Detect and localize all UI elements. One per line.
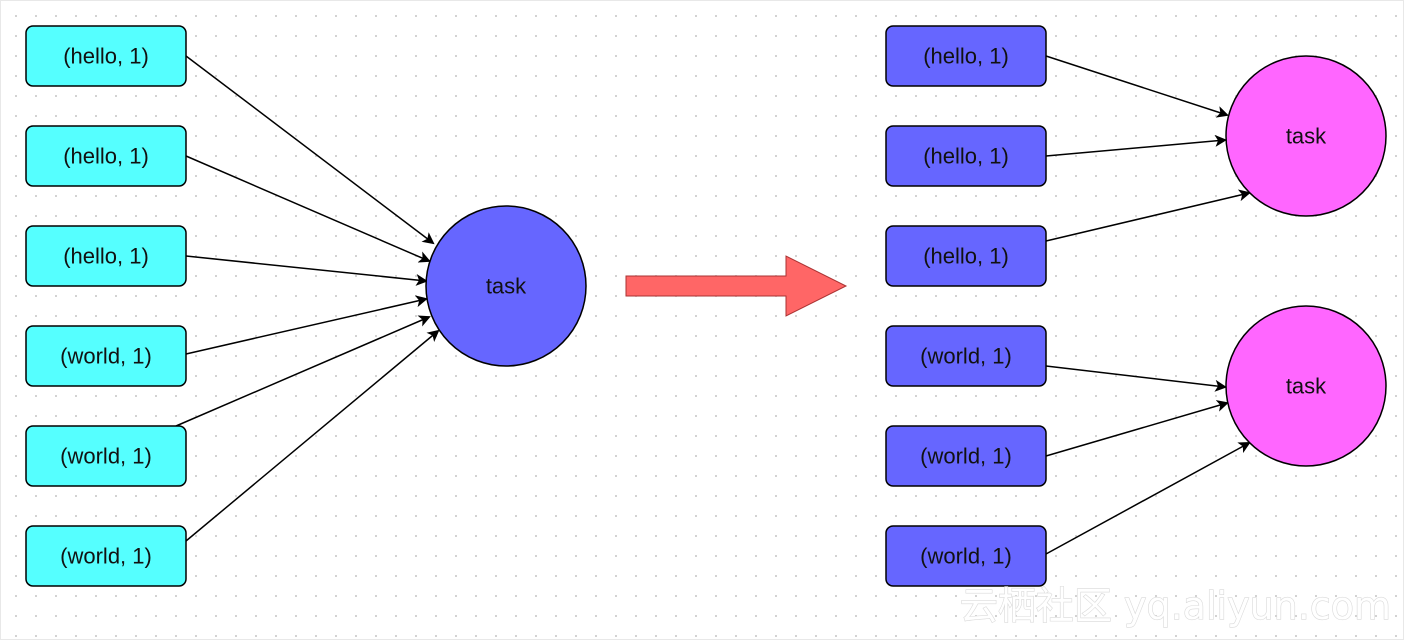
right-item-6[interactable]: (world, 1) xyxy=(885,525,1047,587)
right-item-label: (hello, 1) xyxy=(923,44,1009,69)
left-edge-6 xyxy=(185,329,440,542)
right-item-label: (world, 1) xyxy=(920,444,1012,469)
left-items: (hello, 1) (hello, 1) (hello, 1) (world,… xyxy=(25,25,187,587)
right-edge-3 xyxy=(1045,189,1251,242)
left-edge-5 xyxy=(175,315,431,427)
left-edge-1 xyxy=(185,55,435,245)
right-item-3[interactable]: (hello, 1) xyxy=(885,225,1047,287)
left-item-label: (hello, 1) xyxy=(63,44,149,69)
right-edge-6 xyxy=(1045,442,1251,555)
right-edge-2 xyxy=(1045,134,1227,157)
left-edge-2 xyxy=(185,155,431,263)
left-item-3[interactable]: (hello, 1) xyxy=(25,225,187,287)
right-task-label: task xyxy=(1286,374,1327,399)
left-item-label: (world, 1) xyxy=(60,544,152,569)
left-edges xyxy=(175,55,440,542)
right-item-4[interactable]: (world, 1) xyxy=(885,325,1047,387)
right-task-node-2[interactable]: task xyxy=(1225,305,1387,467)
left-item-label: (world, 1) xyxy=(60,444,152,469)
right-edge-4 xyxy=(1045,365,1227,392)
left-task-label: task xyxy=(486,274,527,299)
left-edge-3 xyxy=(185,255,428,286)
left-item-5[interactable]: (world, 1) xyxy=(25,425,187,487)
right-item-label: (world, 1) xyxy=(920,344,1012,369)
watermark-text: 云栖社区 yq.aliyun.com xyxy=(960,584,1391,628)
left-item-label: (hello, 1) xyxy=(63,144,149,169)
left-item-2[interactable]: (hello, 1) xyxy=(25,125,187,187)
left-item-label: (world, 1) xyxy=(60,344,152,369)
right-item-label: (world, 1) xyxy=(920,544,1012,569)
right-edge-1 xyxy=(1045,55,1229,118)
left-item-4[interactable]: (world, 1) xyxy=(25,325,187,387)
right-edges xyxy=(1045,55,1251,555)
right-item-2[interactable]: (hello, 1) xyxy=(885,125,1047,187)
left-task-node[interactable]: task xyxy=(425,205,587,367)
transition-arrow xyxy=(625,255,848,317)
right-task-label: task xyxy=(1286,124,1327,149)
right-item-5[interactable]: (world, 1) xyxy=(885,425,1047,487)
left-item-6[interactable]: (world, 1) xyxy=(25,525,187,587)
right-task-node-1[interactable]: task xyxy=(1225,55,1387,217)
left-edge-4 xyxy=(185,295,428,355)
right-edge-5 xyxy=(1045,400,1229,457)
left-item-label: (hello, 1) xyxy=(63,244,149,269)
right-items: (hello, 1) (hello, 1) (hello, 1) (world,… xyxy=(885,25,1047,587)
right-item-label: (hello, 1) xyxy=(923,144,1009,169)
right-item-1[interactable]: (hello, 1) xyxy=(885,25,1047,87)
left-item-1[interactable]: (hello, 1) xyxy=(25,25,187,87)
right-item-label: (hello, 1) xyxy=(923,244,1009,269)
